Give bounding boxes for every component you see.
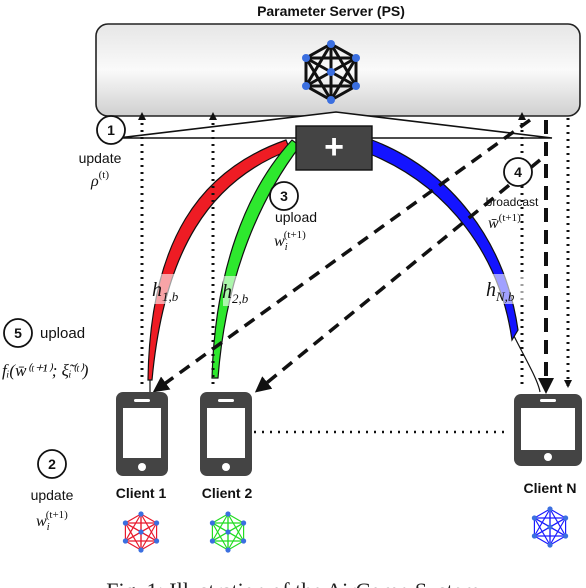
client-network-edge (534, 517, 551, 528)
client-network-node (562, 533, 569, 539)
client-network-node (138, 529, 144, 535)
server-network-nodes (302, 40, 360, 104)
client-network-edge (212, 522, 229, 533)
client-2-label: Client 2 (202, 485, 253, 501)
step-3-label: upload (275, 209, 317, 225)
step-2-label: update (31, 487, 74, 503)
sum-symbol: + (324, 128, 344, 166)
client-network-edge (549, 508, 566, 519)
client-network-node (225, 511, 231, 517)
client-network-edge (227, 513, 244, 524)
client-network-node (547, 506, 553, 512)
client-network-edge (125, 540, 142, 551)
step-3-badge: 3 (269, 181, 299, 211)
client-n-label: Client N (524, 480, 577, 496)
client-network-node (138, 511, 144, 517)
svg-text:4: 4 (514, 164, 522, 180)
svg-text:3: 3 (280, 188, 288, 204)
client-network-edge (549, 526, 566, 537)
client-network-node (547, 542, 553, 548)
client-network-edge (125, 522, 142, 533)
channel-hN-label: hN,b (486, 274, 526, 304)
client-network-node (547, 524, 553, 530)
client-network-node (562, 515, 569, 521)
client-network-edge (125, 531, 142, 542)
svg-text:1: 1 (107, 122, 115, 138)
client-network-edge (534, 526, 551, 537)
step-5-badge: 5 (3, 318, 33, 348)
client-network-node (138, 547, 144, 553)
client-1-network-icon (122, 511, 160, 553)
client-network-edge (227, 522, 244, 533)
channel-h1-label: h1,b (152, 274, 188, 304)
client-network-node (153, 520, 160, 526)
channel-h2-label: h2,b (222, 276, 257, 306)
svg-text:2: 2 (48, 456, 56, 472)
client-n-network-icon (531, 506, 569, 548)
client-1-label: Client 1 (116, 485, 167, 501)
client-network-node (531, 533, 538, 539)
client-network-node (209, 538, 216, 544)
client-network-edge (140, 522, 157, 533)
step-4-math: w̄(t+1) (488, 212, 521, 232)
step-5-label: upload (40, 325, 85, 342)
client-network-edge (549, 517, 566, 528)
step-2-badge: 2 (37, 449, 67, 479)
client-network-edge (534, 535, 551, 546)
client-network-node (153, 538, 160, 544)
svg-text:hN,b: hN,b (486, 279, 515, 304)
client-network-edge (534, 508, 551, 519)
client-network-edge (212, 540, 229, 551)
client-network-node (122, 538, 129, 544)
client-n-phone-icon (514, 394, 582, 466)
client-network-node (209, 520, 216, 526)
client-network-node (122, 520, 129, 526)
step-1-math: ρ(t) (90, 169, 109, 190)
server-title: Parameter Server (PS) (257, 3, 405, 19)
client-network-edge (549, 535, 566, 546)
client-network-node (225, 547, 231, 553)
step-3-math: wi(t+1) (274, 229, 306, 253)
step-4-label: broadcast (486, 195, 539, 209)
client-network-node (225, 529, 231, 535)
broadcast-arrow-client1 (152, 118, 532, 393)
broadcast-arrow-client2 (254, 158, 542, 393)
step-2-math: wi(t+1) (36, 509, 68, 533)
svg-text:h2,b: h2,b (222, 281, 249, 306)
client-network-edge (212, 531, 229, 542)
client-2-phone-icon (200, 392, 252, 476)
step-1-badge: 1 (96, 115, 126, 145)
client-network-edge (140, 513, 157, 524)
sum-box (295, 125, 373, 171)
step-5-math: fᵢ(w̄⁽ᵗ⁺¹⁾; ξ̃ᵢ⁽ᵗ⁾) (2, 361, 89, 380)
client-network-edge (125, 513, 142, 524)
client-network-edge (140, 540, 157, 551)
svg-text:5: 5 (14, 325, 22, 341)
client-1-phone-icon (116, 392, 168, 476)
svg-text:h1,b: h1,b (152, 279, 179, 304)
step-1-label: update (79, 150, 122, 166)
client-network-edge (227, 531, 244, 542)
client-network-edge (227, 540, 244, 551)
client-2-network-icon (209, 511, 247, 553)
client-network-node (240, 520, 247, 526)
client-network-node (240, 538, 247, 544)
parameter-server-box (95, 23, 581, 117)
figure-caption: Fig. 1: Illustration of the AirComp Syst… (106, 578, 479, 588)
link-clientN-line (513, 335, 541, 393)
step-4-badge: 4 (503, 157, 533, 187)
client-network-edge (212, 513, 229, 524)
client-network-edge (140, 531, 157, 542)
client-network-node (531, 515, 538, 521)
